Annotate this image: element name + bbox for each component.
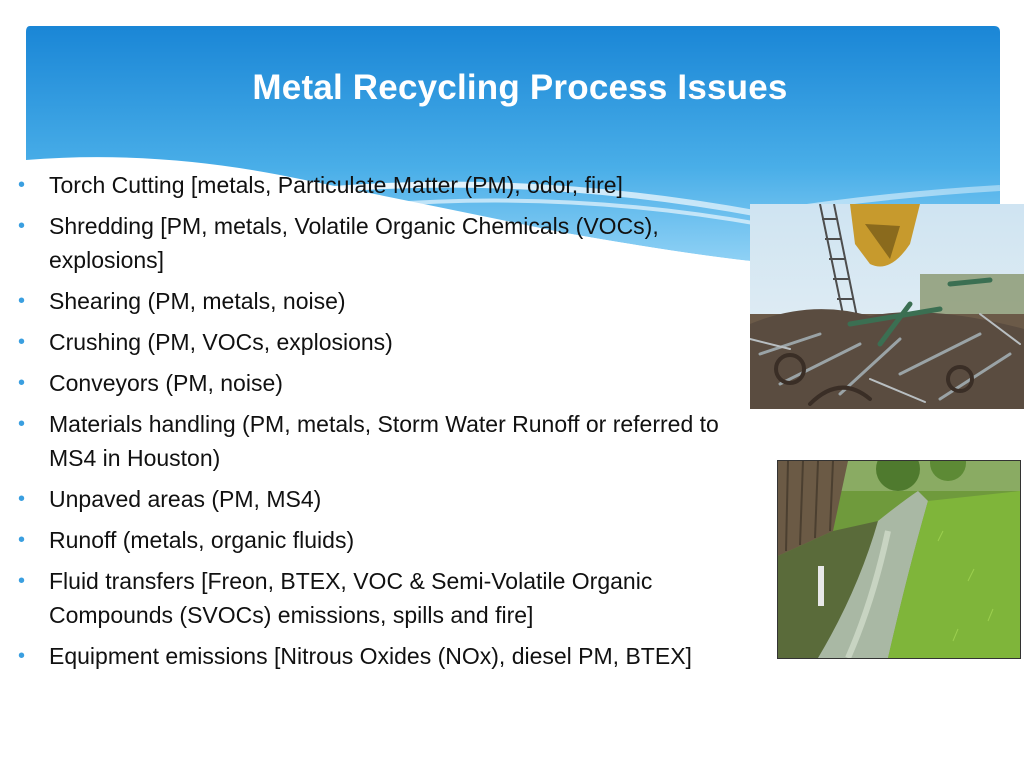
bullet-icon: • xyxy=(18,529,26,551)
bullet-text: Shredding [PM, metals, Volatile Organic … xyxy=(49,213,659,273)
scrap-yard-photo xyxy=(750,204,1024,409)
list-item: • Runoff (metals, organic fluids) xyxy=(18,523,743,557)
bullet-text: Materials handling (PM, metals, Storm Wa… xyxy=(49,411,719,471)
bullet-icon: • xyxy=(18,570,26,592)
list-item: • Materials handling (PM, metals, Storm W… xyxy=(18,407,743,475)
bullet-text: Torch Cutting [metals, Particulate Matte… xyxy=(49,172,623,198)
list-item: • Fluid transfers [Freon, BTEX, VOC & Sem… xyxy=(18,564,743,632)
bullet-text: Conveyors (PM, noise) xyxy=(49,370,283,396)
bullet-text: Equipment emissions [Nitrous Oxides (NOx… xyxy=(49,643,692,669)
bullet-text: Crushing (PM, VOCs, explosions) xyxy=(49,329,393,355)
slide-title: Metal Recycling Process Issues xyxy=(252,68,788,107)
bullet-text: Fluid transfers [Freon, BTEX, VOC & Semi… xyxy=(49,568,653,628)
bullet-icon: • xyxy=(18,413,26,435)
list-item: • Equipment emissions [Nitrous Oxides (NO… xyxy=(18,639,743,673)
bullet-text: Unpaved areas (PM, MS4) xyxy=(49,486,322,512)
list-item: • Shearing (PM, metals, noise) xyxy=(18,284,743,318)
bullet-icon: • xyxy=(18,174,26,196)
bullet-icon: • xyxy=(18,372,26,394)
bullet-icon: • xyxy=(18,290,26,312)
list-item: • Unpaved areas (PM, MS4) xyxy=(18,482,743,516)
bullet-icon: • xyxy=(18,215,26,237)
list-item: • Torch Cutting [metals, Particulate Matt… xyxy=(18,168,743,202)
bullet-icon: • xyxy=(18,645,26,667)
bullet-icon: • xyxy=(18,331,26,353)
bullet-text: Shearing (PM, metals, noise) xyxy=(49,288,346,314)
bullet-text: Runoff (metals, organic fluids) xyxy=(49,527,355,553)
list-item: • Crushing (PM, VOCs, explosions) xyxy=(18,325,743,359)
drainage-ditch-photo xyxy=(777,460,1021,659)
bullet-list: • Torch Cutting [metals, Particulate Matt… xyxy=(18,168,743,680)
list-item: • Shredding [PM, metals, Volatile Organic… xyxy=(18,209,743,277)
list-item: • Conveyors (PM, noise) xyxy=(18,366,743,400)
bullet-icon: • xyxy=(18,488,26,510)
